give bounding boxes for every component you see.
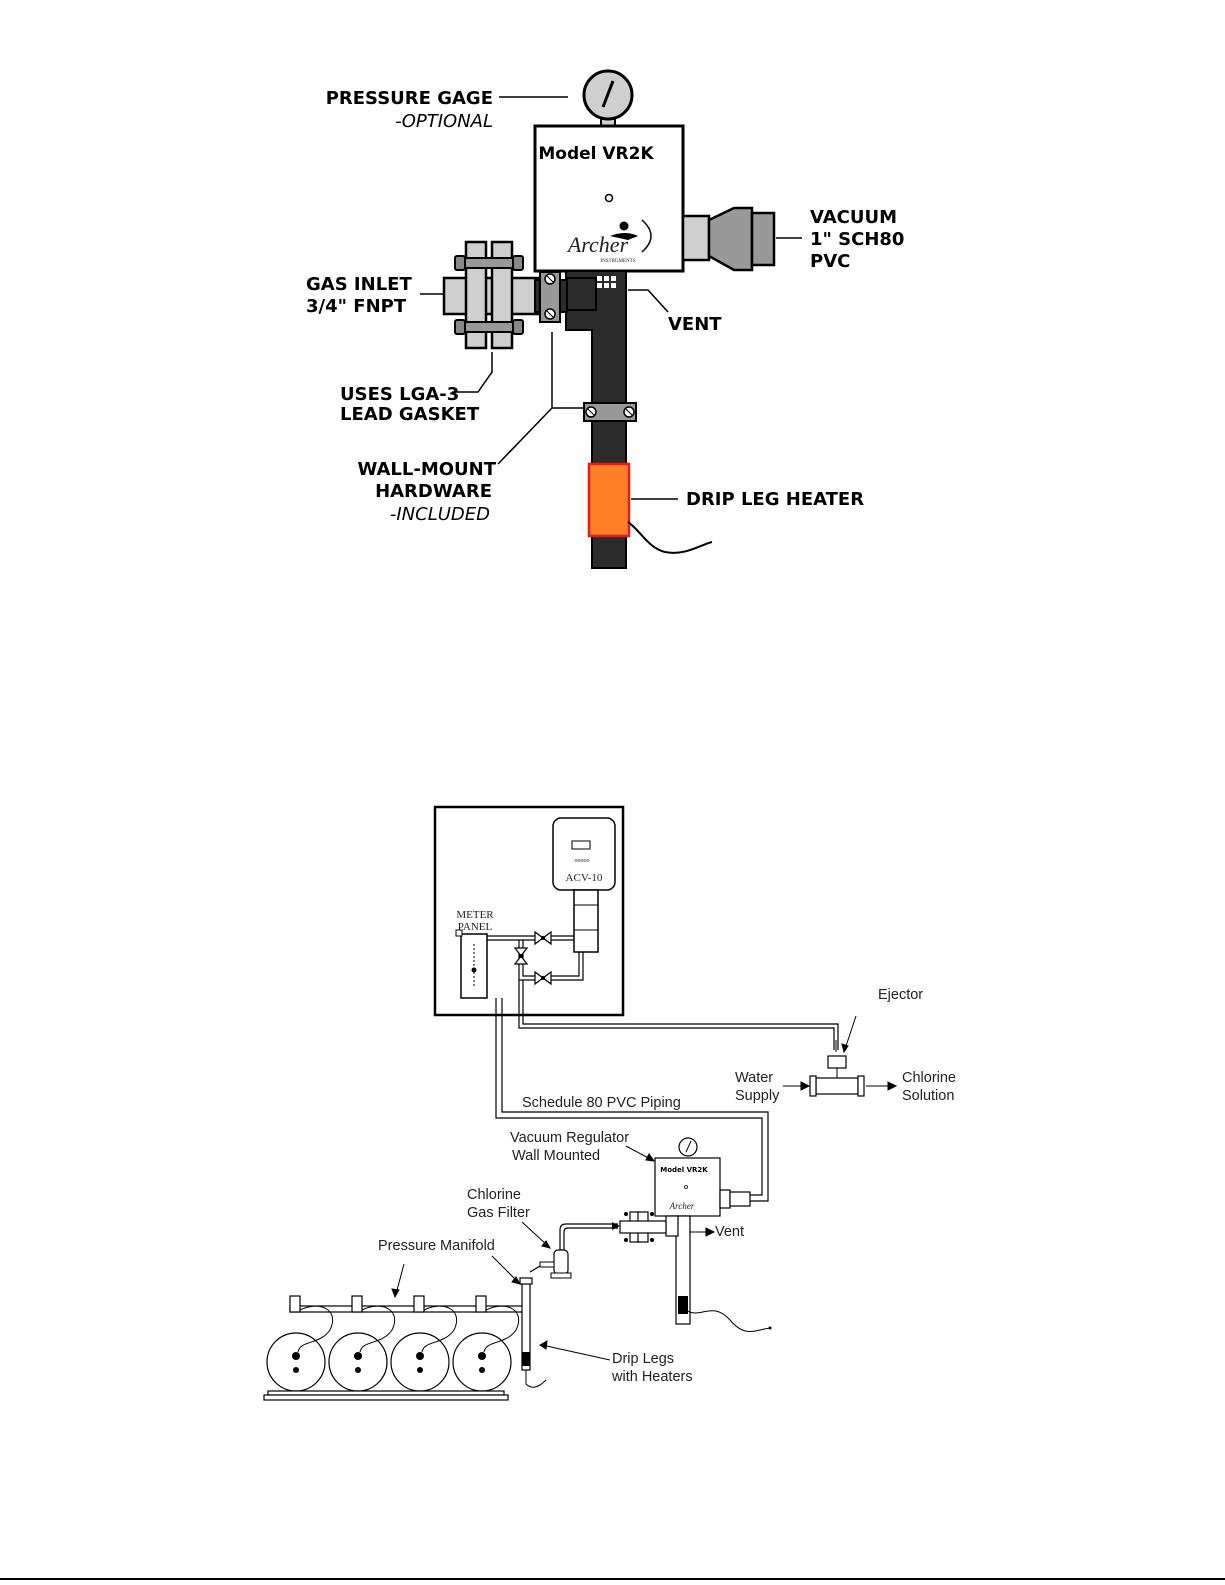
manifold-cord <box>525 1370 547 1388</box>
label-gasket-2: LEAD GASKET <box>340 404 480 425</box>
gas-filter-label: Chlorine <box>467 1187 521 1203</box>
vacuum-piping <box>495 980 839 1202</box>
water-supply-label-2: Supply <box>735 1088 780 1104</box>
label-pressure-gage: PRESSURE GAGE <box>326 88 493 109</box>
archer-brand: Archer <box>566 232 629 257</box>
label-gas-inlet-size: 3/4" FNPT <box>306 296 407 317</box>
cylinder-base <box>263 1390 509 1401</box>
label-vacuum-material: PVC <box>810 251 850 272</box>
display-dots: ooooo <box>575 858 590 864</box>
filter-arrow <box>521 1221 552 1249</box>
vacuum-regulator-label-2: Wall Mounted <box>512 1148 600 1164</box>
chlorine-cylinder-3 <box>390 1305 458 1392</box>
valve-icon-upper <box>534 930 552 946</box>
regulator-port <box>604 193 614 203</box>
chlorine-solution-label: Chlorine <box>902 1070 956 1086</box>
cord-plug <box>768 1326 772 1330</box>
ejector-icon <box>809 1055 865 1097</box>
mini-vr2k: Model VR2K Archer <box>619 1137 751 1325</box>
acv10-label: ACV-10 <box>566 872 603 884</box>
regulator-arrows <box>625 1145 716 1237</box>
acv10-controller: ooooo ACV-10 <box>552 817 616 953</box>
leader-lines <box>420 96 802 500</box>
piping-label: Schedule 80 PVC Piping <box>522 1095 681 1111</box>
valve-icon-lower <box>534 970 552 986</box>
vr2k-detail-diagram: Model VR2K Archer INSTRUMENTS <box>306 69 904 569</box>
drip-legs-label-2: with Heaters <box>611 1369 693 1385</box>
wall-mount-clamp-lower <box>583 402 637 422</box>
label-wall-mount-included: -INCLUDED <box>390 504 490 525</box>
ejector-arrows <box>783 1015 898 1091</box>
manifold-arrows <box>391 1255 611 1361</box>
mini-brand: Archer <box>669 1201 695 1211</box>
gas-filter-icon <box>539 1222 620 1279</box>
page-footer-rule <box>0 1578 1225 1580</box>
manifold-label: Pressure Manifold <box>378 1238 495 1254</box>
label-vacuum: VACUUM <box>810 207 897 228</box>
gas-filter-label-2: Gas Filter <box>467 1205 530 1221</box>
pressure-gage-icon <box>582 69 634 129</box>
chlorine-solution-label-2: Solution <box>902 1088 954 1104</box>
archer-brand-sub: INSTRUMENTS <box>600 259 635 264</box>
label-wall-mount: WALL-MOUNT <box>357 459 496 480</box>
model-label: Model VR2K <box>538 144 654 164</box>
manifold-drip-heater <box>522 1352 530 1366</box>
vacuum-outlet-fitting <box>681 206 776 272</box>
vacuum-regulator-label: Vacuum Regulator <box>510 1130 629 1146</box>
water-supply-label: Water <box>735 1070 773 1086</box>
ejector-label: Ejector <box>878 987 923 1003</box>
chlorine-cylinder-2 <box>328 1305 396 1392</box>
label-vent: VENT <box>668 314 722 335</box>
label-vacuum-size: 1" SCH80 <box>810 229 904 250</box>
vent-label: Vent <box>715 1224 744 1240</box>
flowmeter-icon <box>455 929 488 999</box>
archer-logo: Archer INSTRUMENTS <box>566 219 652 264</box>
chlorine-cylinder-4 <box>452 1305 520 1392</box>
heater-cord <box>627 521 713 554</box>
drip-leg-heater <box>587 462 631 538</box>
meter-panel-label: METER <box>456 909 494 921</box>
meter-panel-label-2: PANEL <box>458 921 493 933</box>
label-pressure-gage-optional: -OPTIONAL <box>395 111 493 132</box>
label-gas-inlet: GAS INLET <box>306 274 412 295</box>
label-drip-leg-heater: DRIP LEG HEATER <box>686 489 864 510</box>
label-gasket: USES LGA-3 <box>340 384 459 405</box>
system-schematic: ooooo ACV-10 METER PANEL <box>263 805 956 1401</box>
mini-model-label: Model VR2K <box>660 1166 708 1174</box>
wall-mount-clamp-upper <box>539 271 561 323</box>
vent-grid-icon <box>597 276 616 288</box>
label-wall-mount-2: HARDWARE <box>375 481 492 502</box>
chlorine-cylinder-1 <box>266 1305 334 1392</box>
valve-icon-vertical <box>513 947 529 965</box>
drip-legs-label: Drip Legs <box>612 1351 674 1367</box>
mini-heater-cord <box>685 1309 771 1332</box>
